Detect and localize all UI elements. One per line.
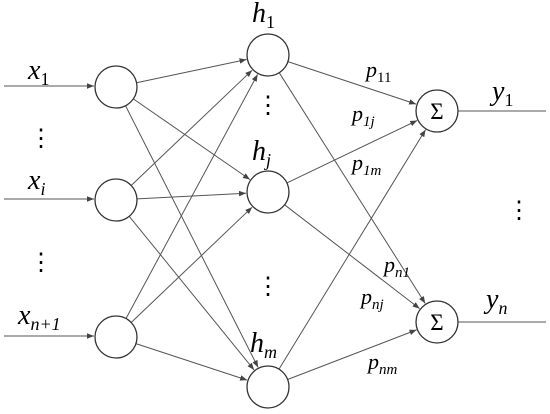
edge-hidden-1-sum-1 <box>284 204 420 309</box>
weight-label-p1m: p1m <box>350 150 382 179</box>
hidden-node-m <box>246 365 290 409</box>
input-label-x1: x1 <box>27 55 49 89</box>
edge-hidden-0-sum-1 <box>278 72 426 304</box>
hidden-label-hm: hm <box>250 328 277 362</box>
input-node-i <box>94 178 138 222</box>
input-label-xi: xi <box>27 165 45 199</box>
edge-input-0-hidden-1 <box>133 98 251 180</box>
input-node-1 <box>94 65 138 109</box>
input-ellipsis-2: ⋮ <box>29 250 53 276</box>
sum-symbol-1: Σ <box>430 99 443 124</box>
hidden-ellipsis-2: ⋮ <box>256 274 280 300</box>
connection-edges <box>125 58 426 381</box>
weight-label-pnj: pnj <box>359 284 384 313</box>
edge-hidden-2-sum-0 <box>278 129 426 370</box>
edge-input-0-hidden-2 <box>125 105 259 368</box>
input-label-xn1: xn+1 <box>17 300 61 334</box>
output-ellipsis: ⋮ <box>507 198 531 224</box>
edge-input-2-hidden-2 <box>135 343 248 381</box>
input-node-n1 <box>94 315 138 359</box>
edge-input-0-hidden-0 <box>136 58 247 84</box>
output-label-yn: yn <box>483 284 507 318</box>
weight-label-p1j: p1j <box>350 101 375 130</box>
edge-hidden-1-sum-0 <box>286 120 418 184</box>
hidden-node-j <box>246 170 290 214</box>
sum-node-n <box>415 300 459 344</box>
hidden-label-h1: h1 <box>252 0 275 32</box>
hidden-node-1 <box>246 33 290 77</box>
hidden-label-hj: hj <box>252 136 271 170</box>
input-ellipsis-1: ⋮ <box>29 126 53 152</box>
weight-label-pn1: pn1 <box>382 252 410 281</box>
hidden-ellipsis-1: ⋮ <box>256 93 280 119</box>
edge-input-2-hidden-1 <box>130 206 253 323</box>
sum-symbol-n: Σ <box>430 310 443 335</box>
weight-label-pnm: pnm <box>366 349 398 378</box>
edge-hidden-0-sum-0 <box>287 61 417 105</box>
output-label-y1: y1 <box>489 76 513 110</box>
sum-node-1 <box>415 89 459 133</box>
weight-label-p11: p11 <box>364 57 391 86</box>
edge-hidden-2-sum-1 <box>287 329 417 380</box>
edge-input-1-hidden-0 <box>130 69 253 186</box>
edge-input-2-hidden-0 <box>125 74 259 319</box>
edge-input-1-hidden-2 <box>128 215 255 371</box>
